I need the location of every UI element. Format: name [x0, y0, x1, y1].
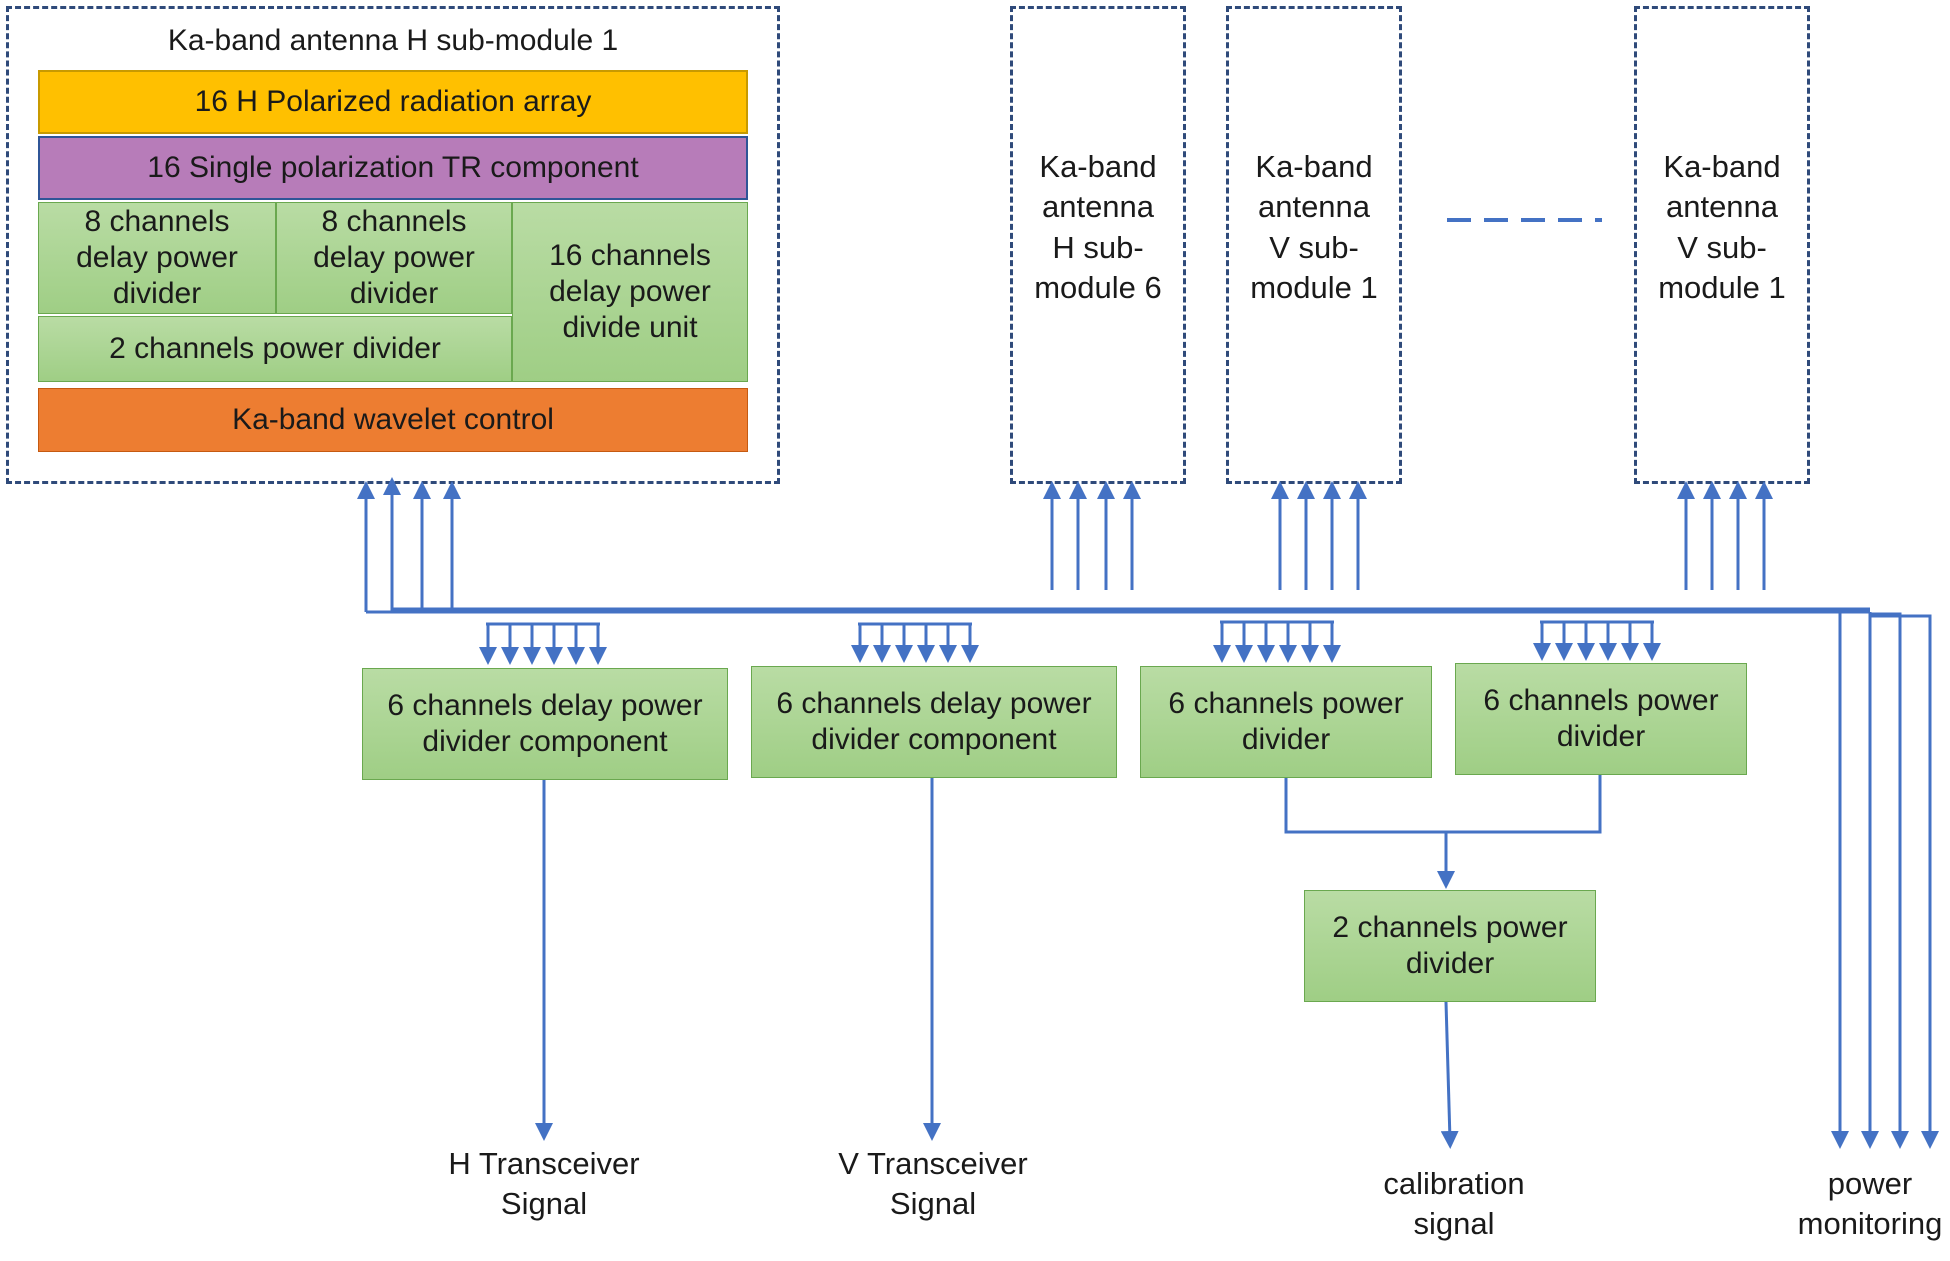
v-submodule-last: Ka-band antenna V sub-module 1: [1634, 6, 1810, 484]
downarrows-h-delay: [479, 622, 607, 665]
power-monitor-line-4: [1870, 614, 1939, 1149]
delay-divider-8ch-a: 8 channels delay power divider: [38, 202, 276, 314]
delay-divider-8ch-b: 8 channels delay power divider: [276, 202, 512, 314]
power-divider-6ch-a: 6 channels power divider: [1140, 666, 1432, 778]
v-submodule-1-label: Ka-band antenna V sub-module 1: [1250, 149, 1378, 305]
v-submodule-last-label: Ka-band antenna V sub-module 1: [1658, 149, 1786, 305]
tr-component-block: 16 Single polarization TR component: [38, 136, 748, 200]
power-divider-2ch-calibration: 2 channels power divider: [1304, 890, 1596, 1002]
delay-unit-16ch: 16 channels delay power divide unit: [512, 202, 748, 382]
h-transceiver-signal-label: H Transceiver Signal: [448, 1146, 640, 1222]
merge-line-a: [1284, 775, 1602, 834]
power-divider-2ch-inner: 2 channels power divider: [38, 316, 512, 382]
power-monitoring-label: power monitoring: [1797, 1166, 1943, 1242]
calibration-line: [1440, 1001, 1459, 1149]
h-delay-divider-component: 6 channels delay power divider component: [362, 668, 728, 780]
h-submodule-1-title: Ka-band antenna H sub-module 1: [167, 24, 619, 57]
radiation-array-block: 16 H Polarized radiation array: [38, 70, 748, 134]
downarrows-6ch-b: [1533, 620, 1661, 661]
calibration-signal-label: calibration signal: [1383, 1166, 1525, 1242]
downarrows-v-delay: [851, 622, 979, 663]
v-transceiver-signal-label: V Transceiver Signal: [838, 1146, 1028, 1222]
wavelet-control-block: Ka-band wavelet control: [38, 388, 748, 452]
downarrows-6ch-a: [1213, 620, 1341, 663]
h-submodule-6-label: Ka-band antenna H sub-module 6: [1034, 149, 1162, 305]
power-monitor-line-3: [1870, 612, 1909, 1149]
power-divider-6ch-b: 6 channels power divider: [1455, 663, 1747, 775]
v-delay-divider-component: 6 channels delay power divider component: [751, 666, 1117, 778]
v-submodule-1: Ka-band antenna V sub-module 1: [1226, 6, 1402, 484]
